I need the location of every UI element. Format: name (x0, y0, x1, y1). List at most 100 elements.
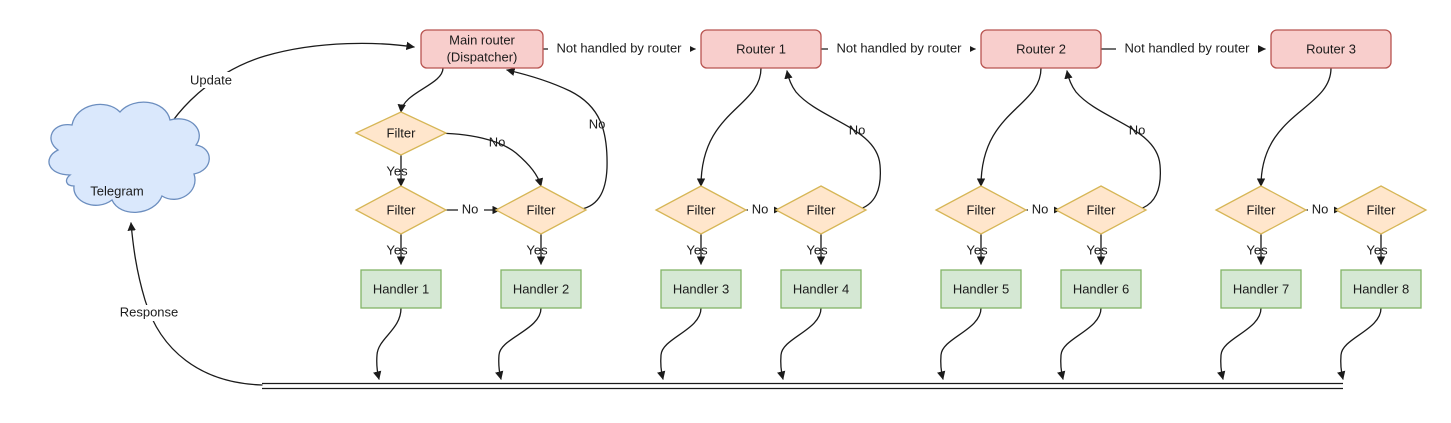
handler-5-label: Handler 5 (953, 281, 1009, 296)
edge-label-not-handled-1: Not handled by router (556, 40, 682, 55)
edge-label-yes-filter1: Yes (386, 163, 408, 178)
handler-3-label: Handler 3 (673, 281, 729, 296)
edge-label-yes-filter4: Yes (686, 242, 708, 257)
handler-2-node[interactable]: Handler 2 (500, 269, 582, 309)
handler-5-node[interactable]: Handler 5 (940, 269, 1022, 309)
filter-3-diamond (494, 185, 588, 235)
handler-7-box (1220, 269, 1302, 309)
filter-1-diamond (354, 111, 448, 156)
filter-8-diamond (1214, 185, 1308, 235)
edge-label-no-filter3-return: No (589, 116, 606, 131)
filter-5-node[interactable]: Filter (774, 185, 868, 235)
edge-label-no-filter6: No (1032, 201, 1049, 216)
telegram-cloud-node[interactable]: Telegram (48, 101, 210, 213)
filter-6-diamond (934, 185, 1028, 235)
filter-5-diamond (774, 185, 868, 235)
handler-5-box (940, 269, 1022, 309)
edge-router1-to-filter5 (696, 67, 762, 187)
edge-filter4-no-to-mainrouter (506, 67, 608, 211)
handler-2-box (500, 269, 582, 309)
edge-mainrouter-to-filter1 (397, 67, 444, 113)
filter-3-node[interactable]: Filter (494, 185, 588, 235)
edge-label-no-filter8: No (1312, 201, 1329, 216)
filter-1-node[interactable]: Filter (354, 111, 448, 156)
router-3-node[interactable]: Router 3 (1270, 29, 1392, 69)
main-router-node[interactable]: Main router (Dispatcher) (420, 29, 544, 69)
edge-filter8-no-to-router2 (1064, 70, 1162, 211)
main-router-box (420, 29, 544, 69)
edge-label-yes-filter2: Yes (386, 242, 408, 257)
edge-label-yes-filter7: Yes (1086, 242, 1108, 257)
edge-label-no-filter2: No (462, 201, 479, 216)
edge-label-yes-filter8: Yes (1246, 242, 1268, 257)
filter-9-diamond (1334, 185, 1428, 235)
filter-1-label: Filter (387, 125, 417, 140)
router-1-node[interactable]: Router 1 (700, 29, 822, 69)
filter-4-label: Filter (687, 202, 717, 217)
router-2-box (980, 29, 1102, 69)
handler-8-box (1340, 269, 1422, 309)
filter-9-label: Filter (1367, 202, 1397, 217)
edge-label-not-handled-3: Not handled by router (1124, 40, 1250, 55)
filter-4-node[interactable]: Filter (654, 185, 748, 235)
filter-7-label: Filter (1087, 202, 1117, 217)
handler-6-node[interactable]: Handler 6 (1060, 269, 1142, 309)
router-1-label: Router 1 (736, 41, 786, 56)
router-2-node[interactable]: Router 2 (980, 29, 1102, 69)
filter-2-diamond (354, 185, 448, 235)
filter-3-label: Filter (527, 202, 557, 217)
edge-handler8-to-bus (1337, 307, 1382, 380)
handler-3-node[interactable]: Handler 3 (660, 269, 742, 309)
edge-router3-to-filter9 (1256, 67, 1332, 187)
handler-6-label: Handler 6 (1073, 281, 1129, 296)
edge-label-update: Update (190, 72, 232, 87)
handler-1-node[interactable]: Handler 1 (360, 269, 442, 309)
filter-4-diamond (654, 185, 748, 235)
handler-7-label: Handler 7 (1233, 281, 1289, 296)
filter-6-label: Filter (967, 202, 997, 217)
handler-8-label: Handler 8 (1353, 281, 1409, 296)
router-3-label: Router 3 (1306, 41, 1356, 56)
handler-4-label: Handler 4 (793, 281, 849, 296)
handler-2-label: Handler 2 (513, 281, 569, 296)
filter-2-label: Filter (387, 202, 417, 217)
handler-7-node[interactable]: Handler 7 (1220, 269, 1302, 309)
edge-handler7-to-bus (1217, 307, 1262, 380)
handler-1-label: Handler 1 (373, 281, 429, 296)
filter-8-node[interactable]: Filter (1214, 185, 1308, 235)
handler-4-box (780, 269, 862, 309)
edge-handler5-to-bus (937, 307, 982, 380)
edge-handler1-to-bus (373, 307, 402, 380)
main-router-label-line1: Main router (449, 32, 515, 47)
edge-handler2-to-bus (495, 307, 542, 380)
main-router-label-line2: (Dispatcher) (447, 49, 518, 64)
cloud-icon (48, 101, 210, 213)
filter-7-node[interactable]: Filter (1054, 185, 1148, 235)
handler-4-node[interactable]: Handler 4 (780, 269, 862, 309)
edge-label-no-filter5-return: No (849, 122, 866, 137)
handler-6-box (1060, 269, 1142, 309)
filter-6-node[interactable]: Filter (934, 185, 1028, 235)
edge-label-not-handled-2: Not handled by router (836, 40, 962, 55)
edge-handler4-to-bus (777, 307, 822, 380)
filter-8-label: Filter (1247, 202, 1277, 217)
edge-label-no-filter1: No (489, 134, 506, 149)
handler-8-node[interactable]: Handler 8 (1340, 269, 1422, 309)
response-bus (262, 382, 1343, 390)
edge-label-yes-filter9: Yes (1366, 242, 1388, 257)
filter-5-label: Filter (807, 202, 837, 217)
edge-label-no-filter4: No (752, 201, 769, 216)
edge-label-yes-filter5: Yes (806, 242, 828, 257)
handler-3-box (660, 269, 742, 309)
edge-filter6-no-to-router1 (784, 70, 882, 211)
filter-9-node[interactable]: Filter (1334, 185, 1428, 235)
edge-label-yes-filter3: Yes (526, 242, 548, 257)
edge-label-yes-filter6: Yes (966, 242, 988, 257)
filter-2-node[interactable]: Filter (354, 185, 448, 235)
router-1-box (700, 29, 822, 69)
edge-handler3-to-bus (657, 307, 702, 380)
router-3-box (1270, 29, 1392, 69)
edge-handler6-to-bus (1057, 307, 1102, 380)
telegram-cloud-label: Telegram (90, 183, 143, 198)
